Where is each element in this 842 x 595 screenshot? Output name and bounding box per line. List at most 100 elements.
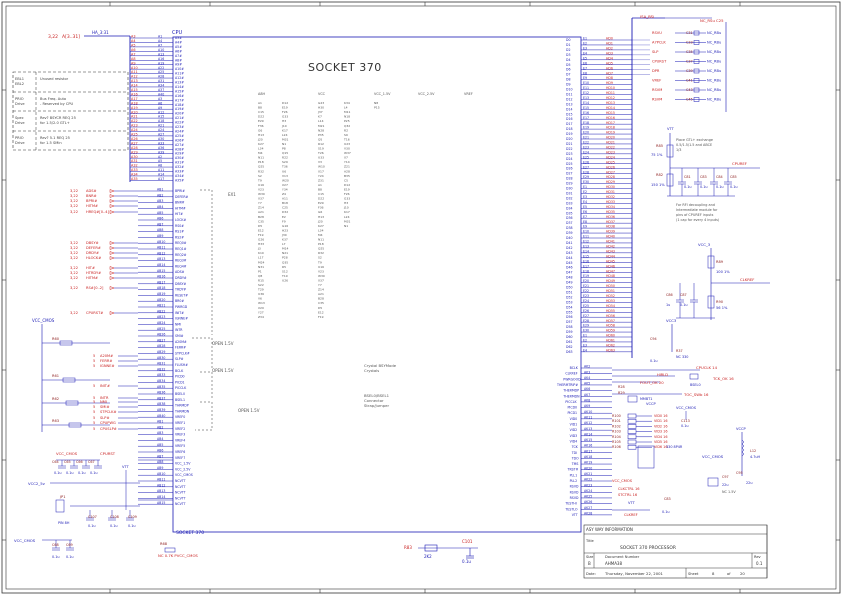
svg-text:D30: D30 — [566, 187, 573, 191]
svg-text:D11: D11 — [566, 92, 573, 96]
svg-text:E2: E2 — [583, 42, 587, 46]
svg-text:W37: W37 — [344, 151, 351, 155]
svg-text:AB19: AB19 — [157, 292, 165, 296]
svg-text:E28: E28 — [583, 319, 589, 323]
svg-text:R100: R100 — [612, 414, 621, 418]
svg-text:AB36: AB36 — [157, 391, 165, 395]
svg-text:AB31: AB31 — [157, 362, 165, 366]
svg-text:5: 5 — [93, 427, 95, 431]
svg-text:EBL1: EBL1 — [15, 77, 24, 81]
svg-text:Q8: Q8 — [258, 274, 262, 278]
svg-text:A7: A7 — [131, 52, 135, 56]
svg-text:A8: A8 — [131, 57, 135, 61]
svg-text:AB8: AB8 — [157, 460, 163, 464]
svg-text:R63: R63 — [52, 419, 59, 423]
svg-text:N1: N1 — [282, 142, 286, 146]
svg-text:VREF: VREF — [464, 92, 473, 96]
svg-text:H30: H30 — [318, 106, 324, 110]
svg-text:A22: A22 — [158, 66, 164, 70]
svg-text:A6: A6 — [131, 48, 135, 52]
svg-text:5: 5 — [93, 405, 95, 409]
svg-text:Rev? 5.1 REQ 25: Rev? 5.1 REQ 25 — [40, 136, 70, 140]
dashed-brackets — [192, 189, 213, 431]
size-label: Size — [586, 555, 594, 559]
svg-text:DPR: DPR — [652, 69, 660, 73]
svg-text:HD61: HD61 — [606, 339, 615, 343]
svg-text:M21: M21 — [318, 124, 324, 128]
svg-text:A1: A1 — [158, 35, 162, 39]
svg-text:R37: R37 — [676, 349, 683, 353]
svg-text:FOUT_OK 20: FOUT_OK 20 — [640, 380, 664, 385]
svg-text:0.1u: 0.1u — [66, 555, 74, 559]
svg-text:A5#: A5# — [175, 45, 182, 49]
svg-text:RS0#: RS0# — [175, 224, 184, 228]
svg-text:C33: C33 — [686, 41, 693, 45]
svg-text:HD34: HD34 — [606, 205, 615, 209]
svg-text:E1: E1 — [583, 185, 587, 189]
svg-text:75 1%: 75 1% — [651, 153, 663, 157]
svg-text:D12: D12 — [282, 101, 288, 105]
svg-text:A34: A34 — [158, 84, 164, 88]
svg-text:A8: A8 — [158, 164, 162, 168]
svg-text:EX1: EX1 — [228, 192, 236, 197]
svg-text:pins of CPUREF inputs: pins of CPUREF inputs — [676, 213, 714, 217]
svg-text:VID3: VID3 — [570, 434, 578, 438]
svg-text:E17: E17 — [583, 264, 589, 268]
svg-text:D43: D43 — [566, 251, 573, 255]
cpu-socket-body — [172, 36, 582, 533]
svg-text:TESTHI: TESTHI — [564, 502, 576, 506]
svg-text:RSVM: RSVM — [652, 98, 662, 102]
svg-text:0.1u: 0.1u — [66, 471, 74, 475]
svg-text:K10: K10 — [258, 251, 264, 255]
svg-text:E19: E19 — [583, 274, 589, 278]
svg-text:AK12: AK12 — [584, 421, 592, 425]
svg-text:AB40: AB40 — [157, 414, 165, 418]
svg-text:3,22: 3,22 — [70, 311, 78, 315]
svg-text:F26: F26 — [344, 192, 350, 196]
svg-text:E15: E15 — [583, 106, 589, 110]
svg-text:R106: R106 — [612, 445, 621, 449]
svg-text:E28: E28 — [583, 170, 589, 174]
svg-text:D6: D6 — [566, 68, 570, 72]
svg-text:D55: D55 — [566, 310, 573, 314]
svg-text:A16#: A16# — [175, 94, 184, 98]
svg-text:C5: C5 — [344, 178, 348, 182]
svg-text:HD0: HD0 — [606, 37, 613, 41]
svg-text:R104: R104 — [612, 435, 621, 439]
svg-text:REQ0#: REQ0# — [175, 241, 187, 245]
svg-text:VTT: VTT — [628, 501, 636, 505]
svg-text:SLP#: SLP# — [175, 357, 184, 361]
svg-text:P25: P25 — [344, 119, 350, 123]
svg-text:A10: A10 — [158, 48, 164, 52]
svg-text:V6: V6 — [258, 297, 262, 301]
svg-text:HD45: HD45 — [606, 259, 615, 263]
svg-text:V3: V3 — [318, 160, 322, 164]
svg-text:AB38: AB38 — [157, 402, 165, 406]
svg-text:D2: D2 — [566, 48, 570, 52]
svg-text:A30: A30 — [131, 155, 138, 159]
svg-text:A21#: A21# — [175, 116, 184, 120]
svg-text:E8: E8 — [583, 71, 587, 75]
svg-text:AK4: AK4 — [584, 376, 590, 380]
svg-text:HD25: HD25 — [606, 160, 615, 164]
svg-text:A17: A17 — [131, 97, 138, 101]
svg-text:E24: E24 — [583, 150, 589, 154]
